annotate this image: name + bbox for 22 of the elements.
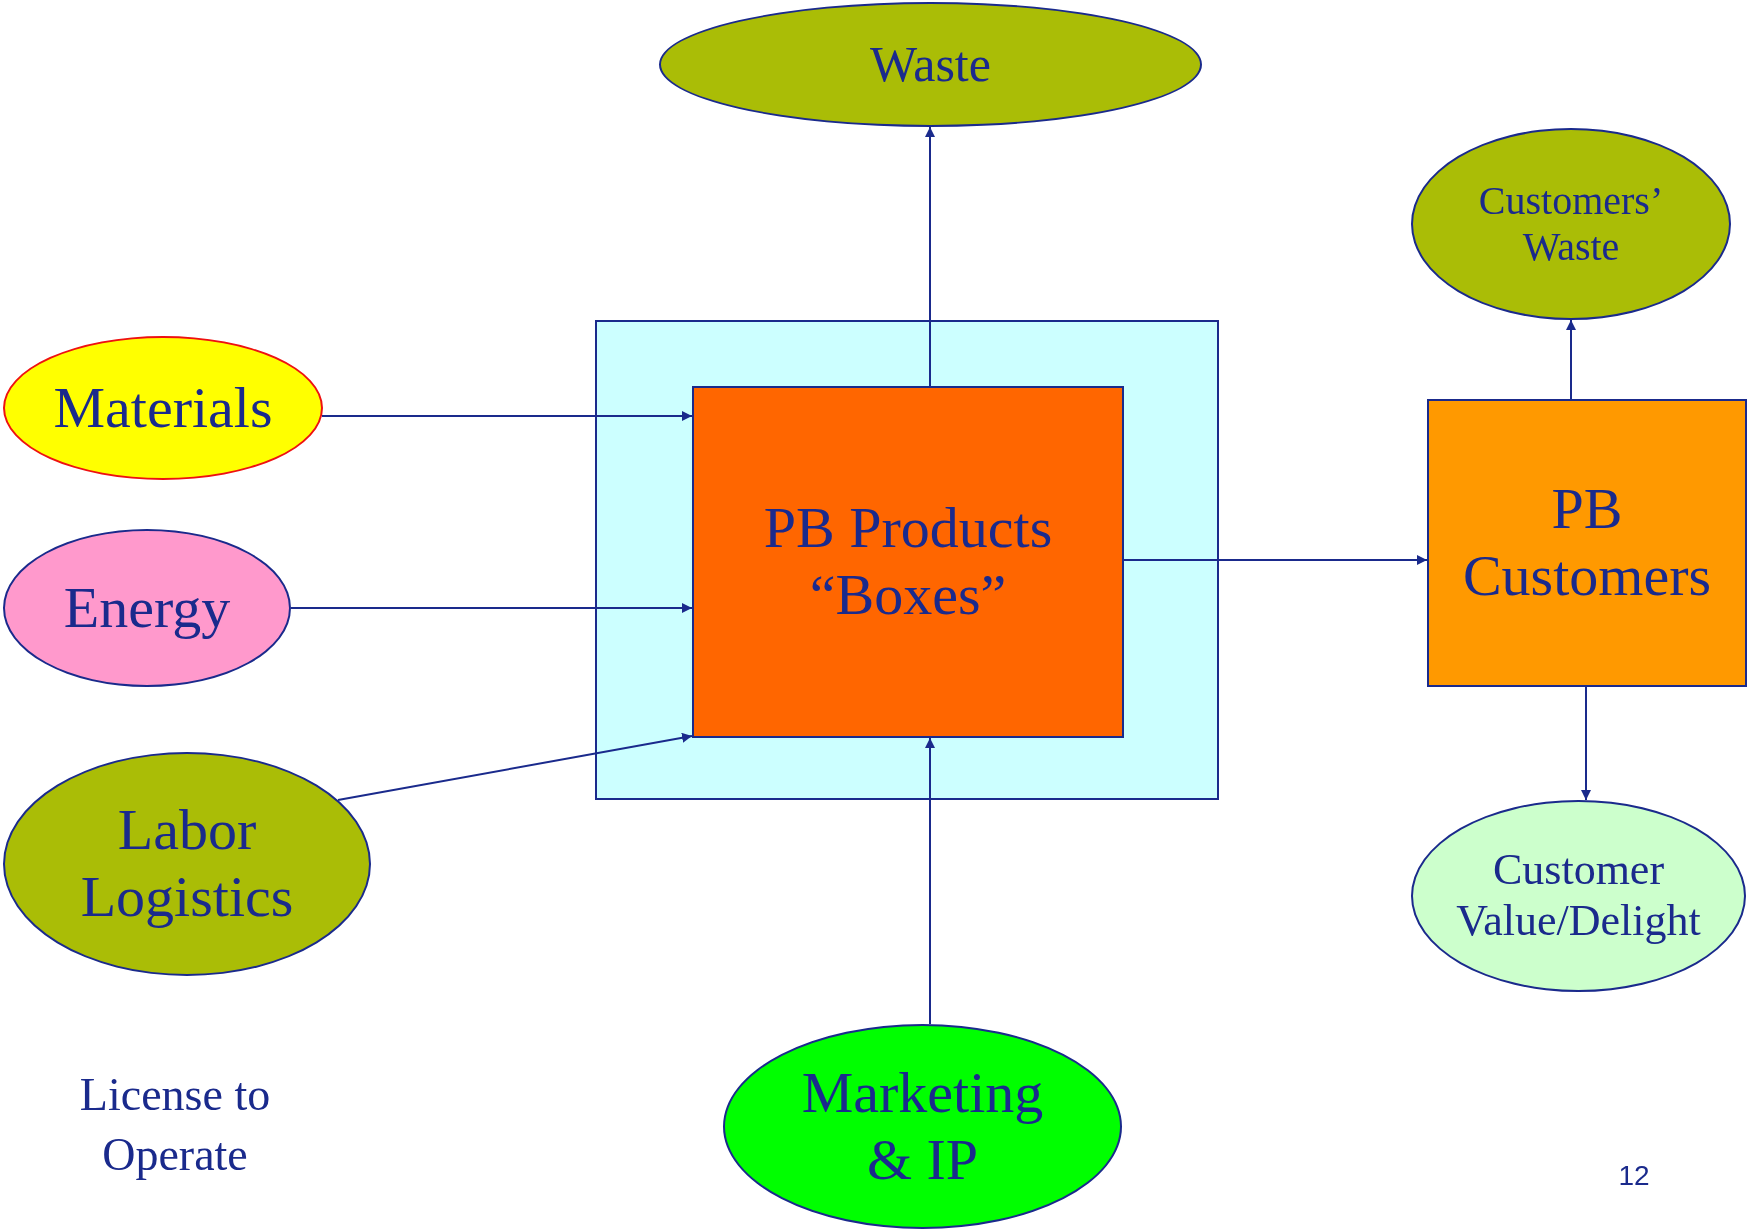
arrow	[1581, 686, 1591, 802]
node-label: Customer Value/Delight	[1455, 845, 1702, 947]
node-label: Marketing & IP	[800, 1059, 1045, 1194]
node-label: Materials	[52, 374, 274, 442]
arrow	[925, 737, 935, 1026]
arrow	[290, 603, 693, 613]
note-text: License to Operate	[78, 1068, 272, 1182]
node-label: Customers’ Waste	[1477, 178, 1665, 270]
arrow	[925, 126, 935, 387]
process-box	[1427, 399, 1747, 687]
node-label: PB Customers	[1461, 476, 1713, 610]
container-box	[595, 320, 1219, 800]
node-label: PB Products “Boxes”	[762, 495, 1054, 629]
arrow	[321, 411, 693, 421]
node-label: Labor Logistics	[79, 797, 295, 931]
arrow	[337, 732, 693, 801]
process-box	[692, 386, 1124, 738]
node-label: Waste	[869, 35, 992, 94]
node-label: Energy	[62, 574, 232, 642]
arrow	[1123, 555, 1428, 565]
page-number: 12	[1617, 1159, 1651, 1193]
arrow	[1566, 319, 1576, 400]
